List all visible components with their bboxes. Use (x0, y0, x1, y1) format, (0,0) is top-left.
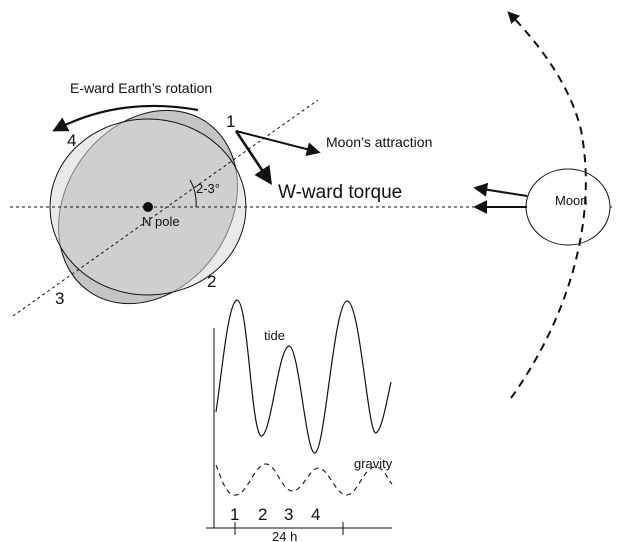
rotation-label: E-ward Earth’s rotation (70, 80, 212, 96)
bulge-point-1: 1 (226, 112, 235, 131)
gravity-curve (215, 463, 393, 496)
earth-rotation-arrow (52, 104, 199, 132)
duration-label: 24 h (272, 529, 297, 542)
moon-pull-arrow-upper (473, 182, 528, 197)
time-marker-3: 3 (284, 505, 293, 524)
bulge-axis (12, 99, 319, 317)
tide-gravity-plot: tide gravity 1 2 3 4 24 h (206, 299, 393, 542)
moon-label: Moon (555, 193, 588, 208)
north-pole-label: N pole (142, 214, 180, 229)
tide-curve (215, 299, 392, 454)
tide-label: tide (264, 328, 285, 343)
north-pole-dot (143, 202, 153, 212)
angle-arc (189, 179, 197, 208)
torque-arrow (234, 130, 273, 186)
gravity-label: gravity (354, 456, 393, 471)
time-marker-2: 2 (258, 505, 267, 524)
attraction-label: Moon’s attraction (326, 134, 432, 150)
time-marker-4: 4 (311, 505, 320, 524)
bulge-point-4: 4 (67, 131, 76, 150)
bulge-point-2: 2 (207, 272, 216, 291)
moon-attraction-arrow (235, 130, 321, 157)
time-marker-1: 1 (230, 505, 239, 524)
bulge-point-3: 3 (55, 289, 64, 308)
angle-label: 2-3° (196, 181, 220, 196)
moon-orbit-arc (507, 11, 587, 399)
torque-label: W-ward torque (278, 182, 402, 203)
